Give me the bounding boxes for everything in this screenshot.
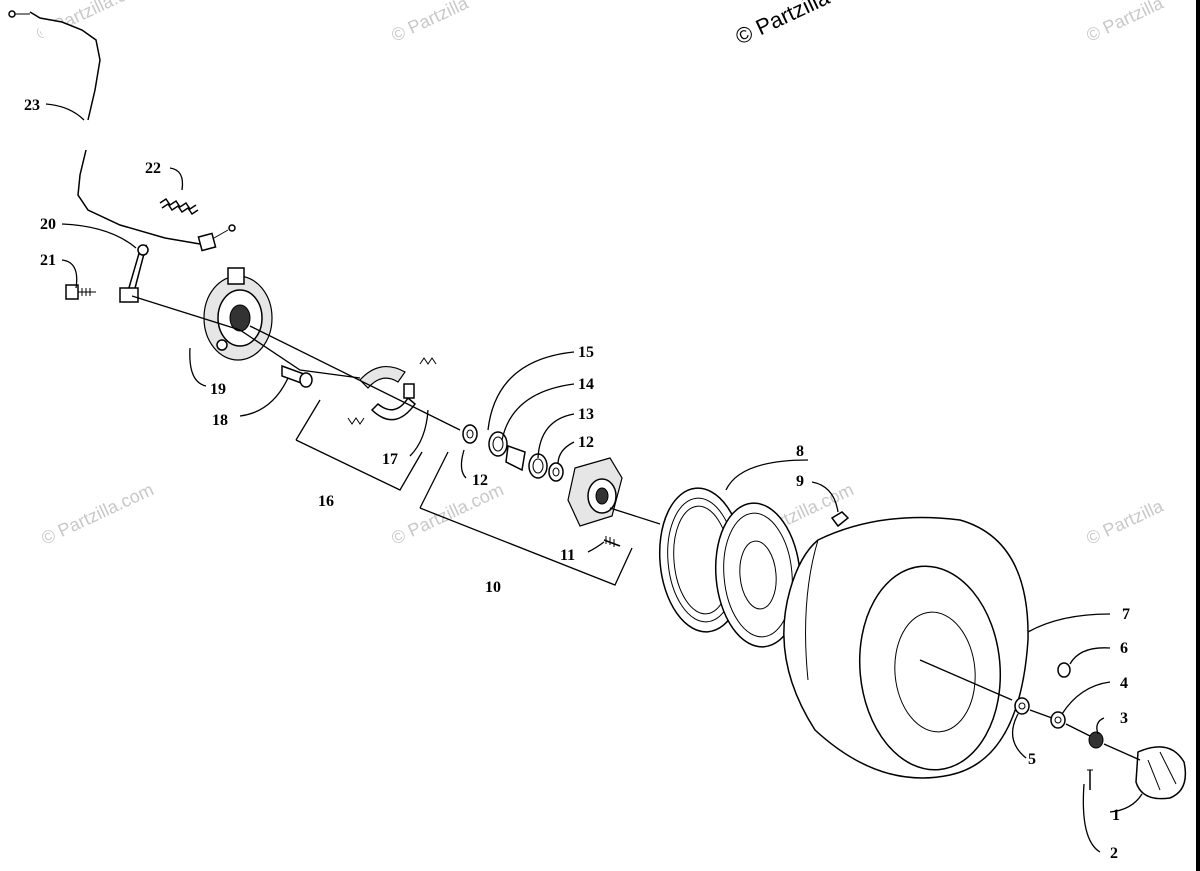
brake-cable [8, 10, 236, 252]
callout-19: 19 [210, 381, 226, 398]
callout-20: 20 [40, 216, 56, 233]
wheel-stud [603, 536, 621, 547]
callout-13: 13 [578, 406, 594, 423]
callout-21: 21 [40, 252, 56, 269]
brake-lever [119, 244, 149, 303]
callout-23: 23 [24, 97, 40, 114]
callout-1: 1 [1112, 807, 1120, 824]
watermark: © Partzilla [388, 0, 472, 46]
callout-6: 6 [1120, 640, 1128, 657]
watermark: © Partzilla [732, 0, 834, 50]
valve-stem [830, 511, 850, 528]
leader-lines [45, 103, 1143, 853]
callout-8: 8 [796, 443, 804, 460]
callout-18: 18 [212, 412, 228, 429]
callout-22: 22 [145, 160, 161, 177]
tire [783, 516, 1029, 779]
callout-labels: 23 22 20 21 19 18 17 16 15 14 13 12 12 1… [24, 97, 1130, 862]
brake-backing-plate [203, 267, 273, 361]
callout-15: 15 [578, 344, 594, 361]
callout-12-right: 12 [578, 434, 594, 451]
watermark: © Partzilla [1083, 0, 1167, 46]
callout-11: 11 [560, 547, 575, 564]
wheel-hub [567, 457, 623, 527]
callout-7: 7 [1122, 606, 1130, 623]
hub-nut-set [1014, 662, 1104, 749]
callout-12-left: 12 [472, 472, 488, 489]
callout-10: 10 [485, 579, 501, 596]
callout-3: 3 [1120, 710, 1128, 727]
right-border [1196, 0, 1200, 871]
watermark: © Partzilla.com [388, 479, 506, 548]
callout-17: 17 [382, 451, 398, 468]
wheel-rim [658, 487, 802, 648]
brake-cam-pin [281, 364, 313, 388]
callout-14: 14 [578, 376, 594, 393]
callout-16: 16 [318, 493, 334, 510]
hub-cap [1135, 746, 1187, 800]
callout-4: 4 [1120, 675, 1128, 692]
return-spring [159, 197, 199, 216]
cotter-pin [1087, 769, 1093, 790]
brake-shoe-assembly [347, 357, 437, 425]
callout-2: 2 [1110, 845, 1118, 862]
lever-bolt [65, 284, 96, 300]
watermark: © Partzilla [1083, 495, 1167, 548]
watermark: © Partzilla.com [38, 479, 156, 548]
callout-5: 5 [1028, 751, 1036, 768]
callout-9: 9 [796, 473, 804, 490]
